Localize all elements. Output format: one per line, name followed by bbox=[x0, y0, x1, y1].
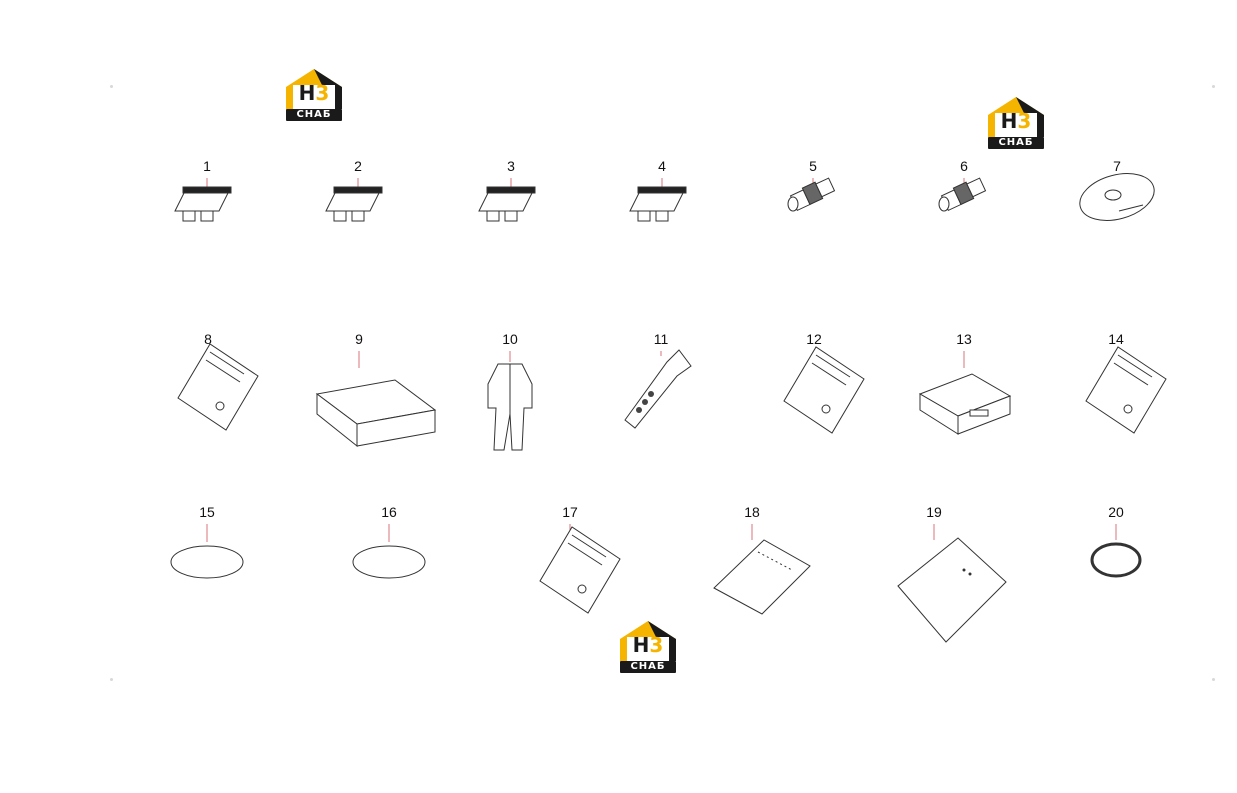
part-number-2: 2 bbox=[354, 158, 362, 174]
part-number-12: 12 bbox=[806, 331, 822, 347]
brand-logo: H3 СНАБ bbox=[284, 67, 344, 123]
part-number-5: 5 bbox=[809, 158, 817, 174]
part-number-20: 20 bbox=[1108, 504, 1124, 520]
part-number-11: 11 bbox=[653, 331, 669, 347]
part-number-16: 16 bbox=[381, 504, 397, 520]
part-18-drawing bbox=[713, 524, 811, 615]
part-8-drawing bbox=[177, 343, 259, 431]
logo-band: СНАБ bbox=[286, 109, 342, 121]
part-2-drawing bbox=[325, 178, 383, 222]
part-14-drawing bbox=[1085, 346, 1167, 434]
part-number-6: 6 bbox=[960, 158, 968, 174]
part-number-15: 15 bbox=[199, 504, 215, 520]
part-12-drawing bbox=[783, 346, 865, 434]
corner-mark bbox=[110, 678, 113, 681]
part-17-drawing bbox=[539, 524, 621, 614]
brand-logo: H3 СНАБ bbox=[618, 619, 678, 675]
part-number-14: 14 bbox=[1108, 331, 1124, 347]
part-number-1: 1 bbox=[203, 158, 211, 174]
logo-mark: H3 bbox=[632, 633, 664, 657]
part-number-7: 7 bbox=[1113, 158, 1121, 174]
logo-mark: H3 bbox=[1000, 109, 1032, 133]
part-10-drawing bbox=[487, 351, 533, 451]
corner-mark bbox=[110, 85, 113, 88]
part-number-9: 9 bbox=[355, 331, 363, 347]
part-9-drawing bbox=[315, 351, 437, 448]
corner-mark bbox=[1212, 85, 1215, 88]
part-20-drawing bbox=[1090, 524, 1142, 578]
part-3-drawing bbox=[478, 178, 536, 222]
part-number-8: 8 bbox=[204, 331, 212, 347]
part-11-drawing bbox=[624, 349, 692, 429]
part-1-drawing bbox=[174, 178, 232, 222]
part-19-drawing bbox=[897, 524, 1007, 643]
part-number-17: 17 bbox=[562, 504, 578, 520]
part-number-10: 10 bbox=[502, 331, 518, 347]
part-15-drawing bbox=[170, 524, 244, 579]
part-7-drawing bbox=[1079, 173, 1155, 221]
house-icon bbox=[286, 69, 342, 109]
part-number-3: 3 bbox=[507, 158, 515, 174]
part-number-18: 18 bbox=[744, 504, 760, 520]
logo-band: СНАБ bbox=[988, 137, 1044, 149]
part-number-19: 19 bbox=[926, 504, 942, 520]
logo-band: СНАБ bbox=[620, 661, 676, 673]
part-5-drawing bbox=[787, 177, 836, 212]
part-6-drawing bbox=[938, 177, 987, 212]
house-icon bbox=[620, 621, 676, 661]
logo-mark: H3 bbox=[298, 81, 330, 105]
part-number-13: 13 bbox=[956, 331, 972, 347]
corner-mark bbox=[1212, 678, 1215, 681]
brand-logo: H3 СНАБ bbox=[986, 95, 1046, 151]
part-number-4: 4 bbox=[658, 158, 666, 174]
part-13-drawing bbox=[918, 351, 1012, 435]
house-icon bbox=[988, 97, 1044, 137]
part-16-drawing bbox=[352, 524, 426, 579]
part-4-drawing bbox=[629, 178, 687, 222]
